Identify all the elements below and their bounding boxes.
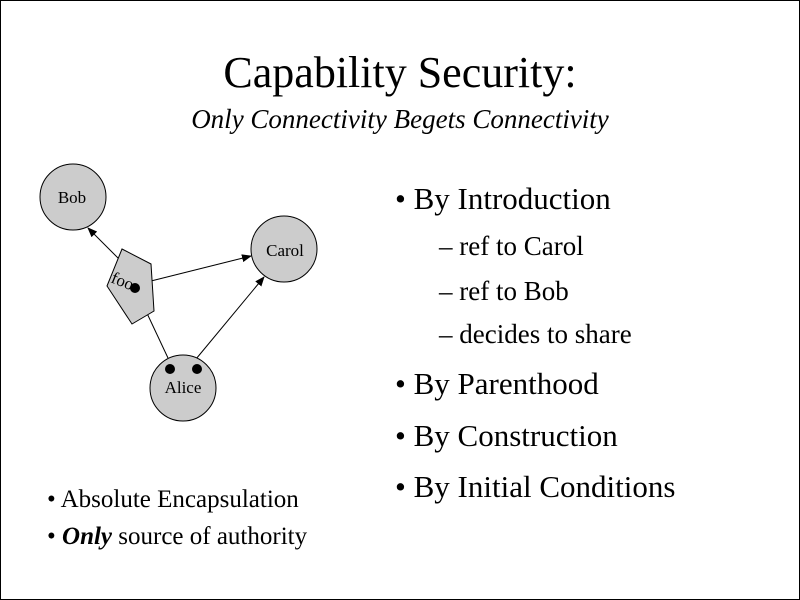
node-bob-label: Bob: [58, 188, 86, 207]
node-bob: Bob: [39, 163, 107, 231]
note-only-emphasis: Only: [62, 523, 113, 550]
node-alice: Alice: [149, 354, 217, 422]
bullet-by-construction: • By Construction: [395, 418, 618, 453]
node-carol-label: Carol: [266, 241, 304, 260]
bullet-by-parenthood-text: By Parenthood: [413, 366, 599, 401]
slide-subtitle: Only Connectivity Begets Connectivity: [191, 104, 609, 134]
note-only-rest: source of authority: [112, 523, 308, 550]
bullet-by-introduction: • By Introduction: [395, 181, 611, 216]
message-ref-dot: [130, 283, 140, 293]
node-alice-label: Alice: [165, 378, 202, 397]
arrow-to-carol: [142, 254, 252, 284]
node-carol: Carol: [250, 215, 318, 283]
sub-bullet-ref-to-bob: – ref to Bob: [439, 276, 569, 306]
bullet-by-initial-conditions: • By Initial Conditions: [395, 469, 676, 504]
alice-ref-dot-1: [165, 364, 175, 374]
sub-bullet-ref-to-carol: – ref to Carol: [439, 231, 584, 261]
bullet-by-parenthood: • By Parenthood: [395, 366, 599, 401]
arrow-alice-to-carol: [195, 276, 265, 360]
slide-title: Capability Security:: [223, 48, 577, 97]
note-absolute-encapsulation-text: Absolute Encapsulation: [60, 486, 299, 513]
note-absolute-encapsulation: • Absolute Encapsulation: [47, 486, 299, 513]
note-only-source-of-authority: • Only source of authority: [47, 523, 308, 550]
message-envelope: foo: [106, 248, 155, 325]
bullet-by-initial-conditions-text: By Initial Conditions: [413, 469, 676, 504]
bullet-by-introduction-text: By Introduction: [413, 181, 611, 216]
sub-bullet-decides-to-share: – decides to share: [439, 319, 632, 349]
alice-ref-dot-2: [192, 364, 202, 374]
bullet-by-construction-text: By Construction: [413, 418, 618, 453]
